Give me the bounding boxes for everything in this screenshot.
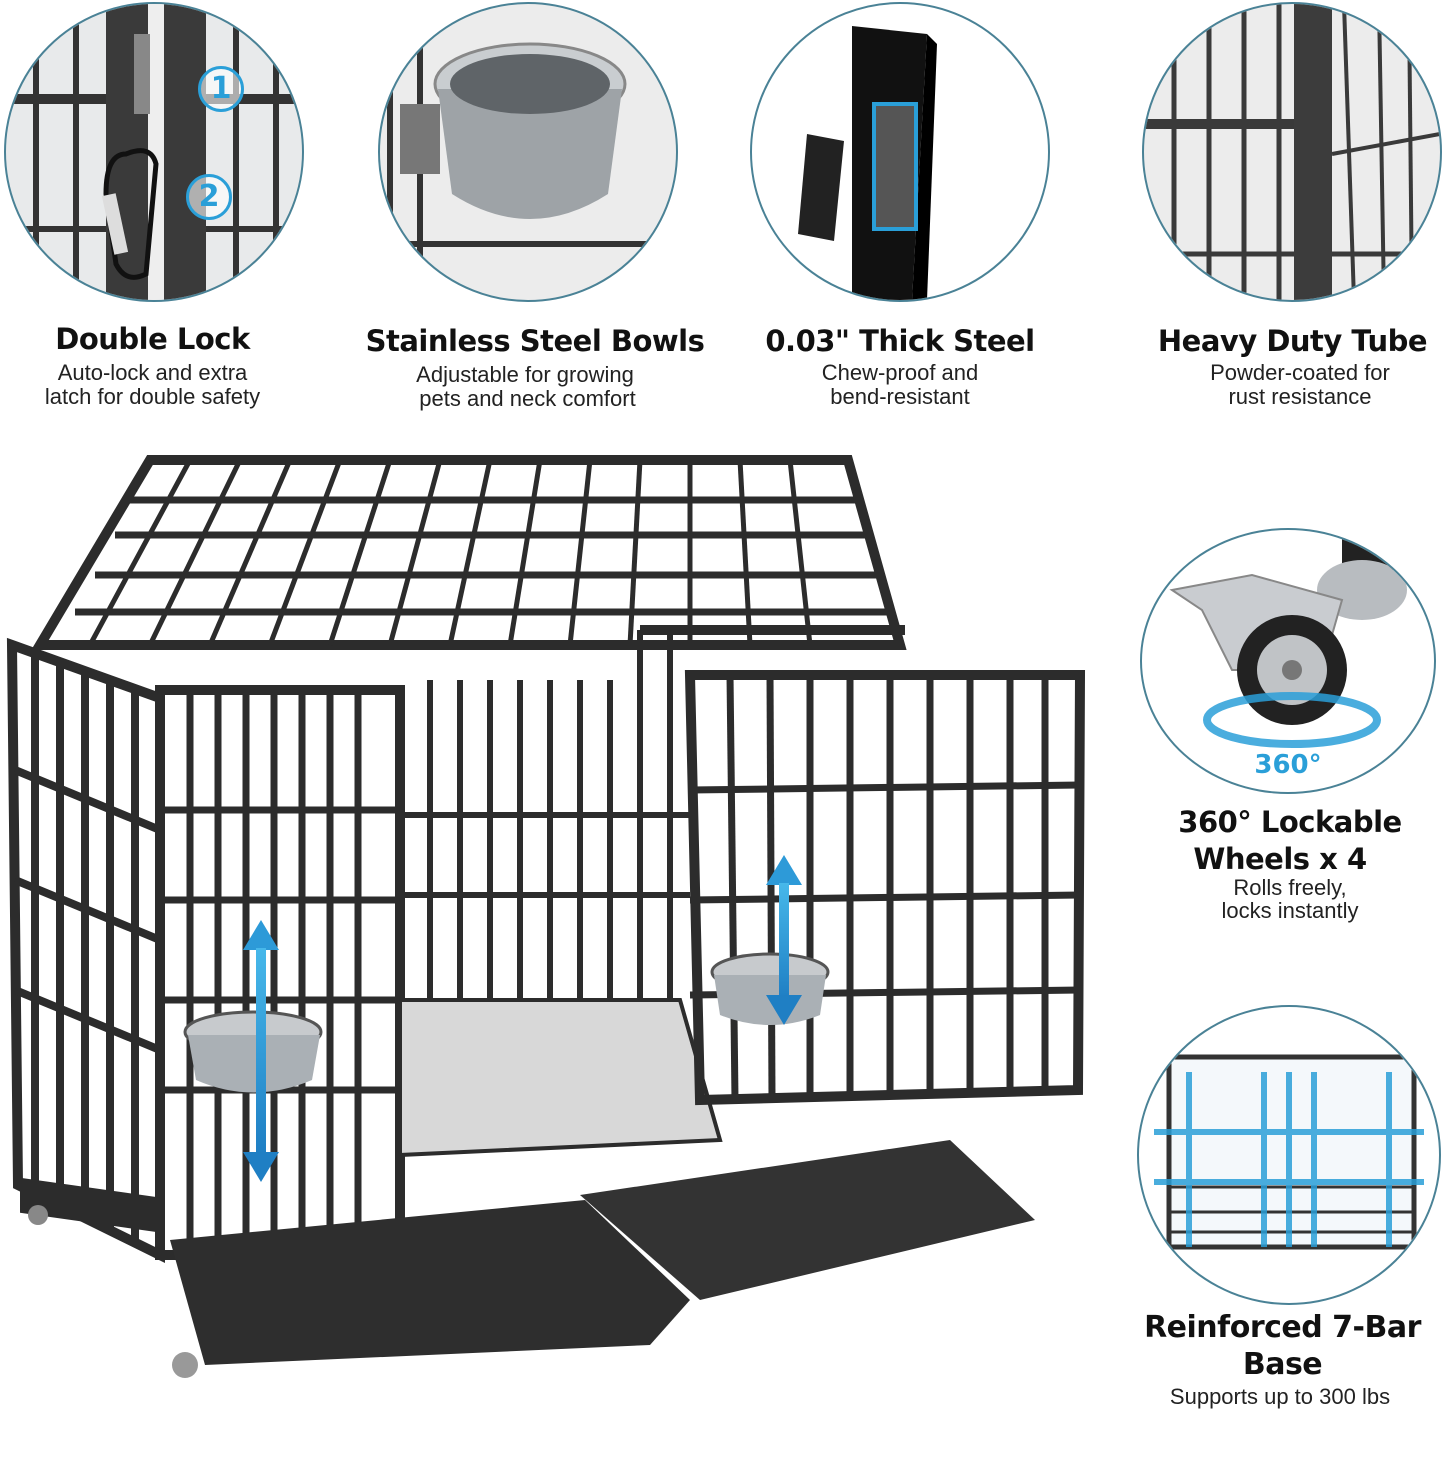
thick-steel-image [750, 2, 1050, 302]
reinforced-base-desc: Supports up to 300 lbs [1169, 1384, 1391, 1409]
step-2-badge: 2 [186, 174, 232, 220]
bowl-adjust-up-arrow-right [766, 855, 802, 885]
thick-steel-desc-1: Chew-proof and [821, 360, 979, 385]
dog-crate-image [0, 440, 1110, 1455]
bowl-adjust-shaft-right [779, 883, 789, 998]
latch-illustration [6, 4, 302, 300]
thick-steel-title: 0.03" Thick Steel [765, 324, 1035, 358]
bowl-adjust-down-arrow-right [766, 995, 802, 1025]
lockable-wheels-desc-1: Rolls freely, [1233, 875, 1347, 900]
thick-steel-desc-2: bend-resistant [830, 384, 970, 409]
lockable-wheel-image: 360° [1140, 528, 1436, 794]
heavy-duty-tube-desc-1: Powder-coated for [1210, 360, 1390, 385]
double-lock-desc-1: Auto-lock and extra [57, 360, 248, 385]
bowl-illustration [380, 4, 676, 300]
bowl-adjust-shaft-left [256, 948, 266, 1153]
lockable-wheels-title-2: Wheels x 4 [1193, 842, 1367, 876]
bowl-adjust-down-arrow-left [243, 1152, 279, 1182]
heavy-duty-tube-image [1142, 2, 1442, 302]
lockable-wheels-desc-2: locks instantly [1221, 898, 1359, 923]
double-lock-title: Double Lock [55, 322, 250, 356]
stainless-bowls-desc-2: pets and neck comfort [419, 386, 636, 411]
double-lock-desc-2: latch for double safety [44, 384, 261, 409]
step-1-badge: 1 [198, 66, 244, 112]
reinforced-base-title-2: Base [1242, 1347, 1323, 1382]
heavy-duty-tube-desc-2: rust resistance [1228, 384, 1372, 409]
rotation-badge: 360° [1254, 750, 1322, 780]
stainless-bowl-image [378, 2, 678, 302]
bowl-adjust-up-arrow-left [243, 920, 279, 950]
base-frame-illustration [1154, 1054, 1424, 1250]
lockable-wheels-title-1: 360° Lockable [1178, 805, 1402, 839]
double-lock-image: 1 2 [4, 2, 304, 302]
reinforced-base-image [1137, 1005, 1441, 1305]
reinforced-base-title-1: Reinforced 7-Bar [1144, 1310, 1421, 1345]
stainless-bowls-desc-1: Adjustable for growing [416, 362, 634, 387]
tube-grid-illustration [1144, 4, 1440, 300]
heavy-duty-tube-title: Heavy Duty Tube [1157, 324, 1428, 358]
steel-tube-illustration [798, 26, 937, 300]
crate-illustration [6, 455, 1086, 1378]
stainless-bowls-title: Stainless Steel Bowls [365, 324, 705, 358]
